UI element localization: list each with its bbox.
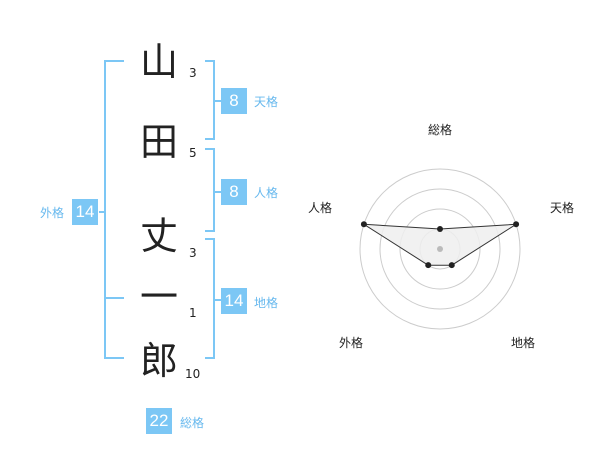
- name-char-2: 田: [139, 120, 178, 164]
- gaikaku-bracket-top: [104, 60, 124, 62]
- radar-ring-4: [359, 168, 521, 330]
- name-char-3: 丈: [139, 214, 178, 258]
- stroke-count-3: 3: [189, 246, 197, 260]
- chikaku-bracket-tick: [215, 299, 221, 301]
- jinkaku-bracket-top: [205, 148, 215, 150]
- tenkaku-bracket-top: [205, 60, 215, 62]
- radar-ring-2: [399, 208, 481, 290]
- tenkaku-label: 天格: [254, 95, 279, 109]
- tenkaku-bracket-vertical: [213, 60, 215, 140]
- radar-point-4: [425, 262, 432, 269]
- radar-area: [363, 223, 517, 266]
- gaikaku-bracket-tick: [99, 211, 105, 213]
- tenkaku-bracket-bottom: [205, 138, 215, 140]
- soukaku-label: 総格: [180, 416, 205, 430]
- gaikaku-bracket-mid: [104, 297, 124, 299]
- jinkaku-value: 8: [221, 179, 247, 205]
- gaikaku-bracket-vertical: [104, 60, 106, 359]
- chikaku-label: 地格: [254, 296, 279, 310]
- gaikaku-bracket-bottom: [104, 357, 124, 359]
- name-char-1: 山: [139, 40, 178, 84]
- chikaku-bracket-bottom: [205, 357, 215, 359]
- name-char-5: 郎: [139, 339, 178, 383]
- radar-center-dot: [437, 246, 443, 252]
- radar-axis-soukaku: 総格: [428, 123, 453, 137]
- radar-axis-gaikaku: 外格: [339, 336, 364, 350]
- radar-axis-jinkaku: 人格: [308, 201, 333, 215]
- jinkaku-label: 人格: [254, 186, 279, 200]
- chikaku-value: 14: [221, 288, 247, 314]
- jinkaku-bracket-vertical: [213, 148, 215, 232]
- gaikaku-value: 14: [72, 199, 98, 225]
- radar-point-2: [513, 221, 520, 228]
- stroke-count-2: 5: [189, 146, 197, 160]
- jinkaku-bracket-tick: [215, 191, 221, 193]
- gaikaku-label: 外格: [40, 206, 65, 220]
- radar-point-5: [360, 221, 367, 228]
- tenkaku-value: 8: [221, 88, 247, 114]
- radar-ring-3: [379, 188, 501, 310]
- chikaku-bracket-vertical: [213, 238, 215, 359]
- stroke-count-4: 1: [189, 306, 197, 320]
- radar-axis-chikaku: 地格: [511, 336, 536, 350]
- radar-axis-tenkaku: 天格: [550, 201, 575, 215]
- radar-point-1: [437, 226, 443, 232]
- chikaku-bracket-top: [205, 238, 215, 240]
- soukaku-value: 22: [146, 408, 172, 434]
- stroke-count-1: 3: [189, 66, 197, 80]
- stroke-count-5: 10: [185, 367, 201, 381]
- name-char-4: 一: [139, 275, 178, 319]
- radar-point-3: [448, 262, 455, 269]
- jinkaku-bracket-bottom: [205, 230, 215, 232]
- tenkaku-bracket-tick: [215, 100, 221, 102]
